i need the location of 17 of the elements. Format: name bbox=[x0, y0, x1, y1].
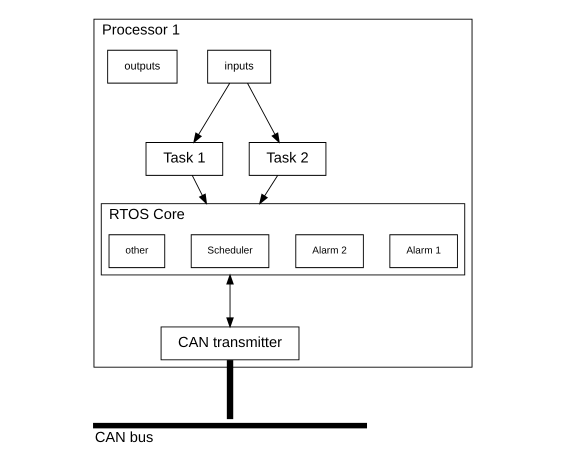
arrow bbox=[258, 175, 278, 205]
arrow bbox=[191, 175, 207, 205]
node-box: Alarm 1 bbox=[388, 234, 458, 268]
node-label: CAN bus bbox=[94, 430, 153, 446]
node-box: other bbox=[108, 234, 165, 268]
node-box: inputs bbox=[206, 50, 271, 84]
arrow bbox=[192, 82, 230, 144]
node-box: CAN transmitter bbox=[160, 326, 299, 360]
node-box: Scheduler bbox=[190, 234, 269, 268]
node-box: outputs bbox=[106, 50, 178, 84]
node-box: Task 2 bbox=[248, 142, 326, 176]
arrow bbox=[246, 82, 280, 144]
connector bbox=[226, 360, 233, 420]
node-box: Alarm 2 bbox=[294, 234, 364, 268]
arrow bbox=[226, 274, 234, 328]
node-box bbox=[92, 422, 367, 428]
node-box: Task 1 bbox=[145, 142, 223, 176]
